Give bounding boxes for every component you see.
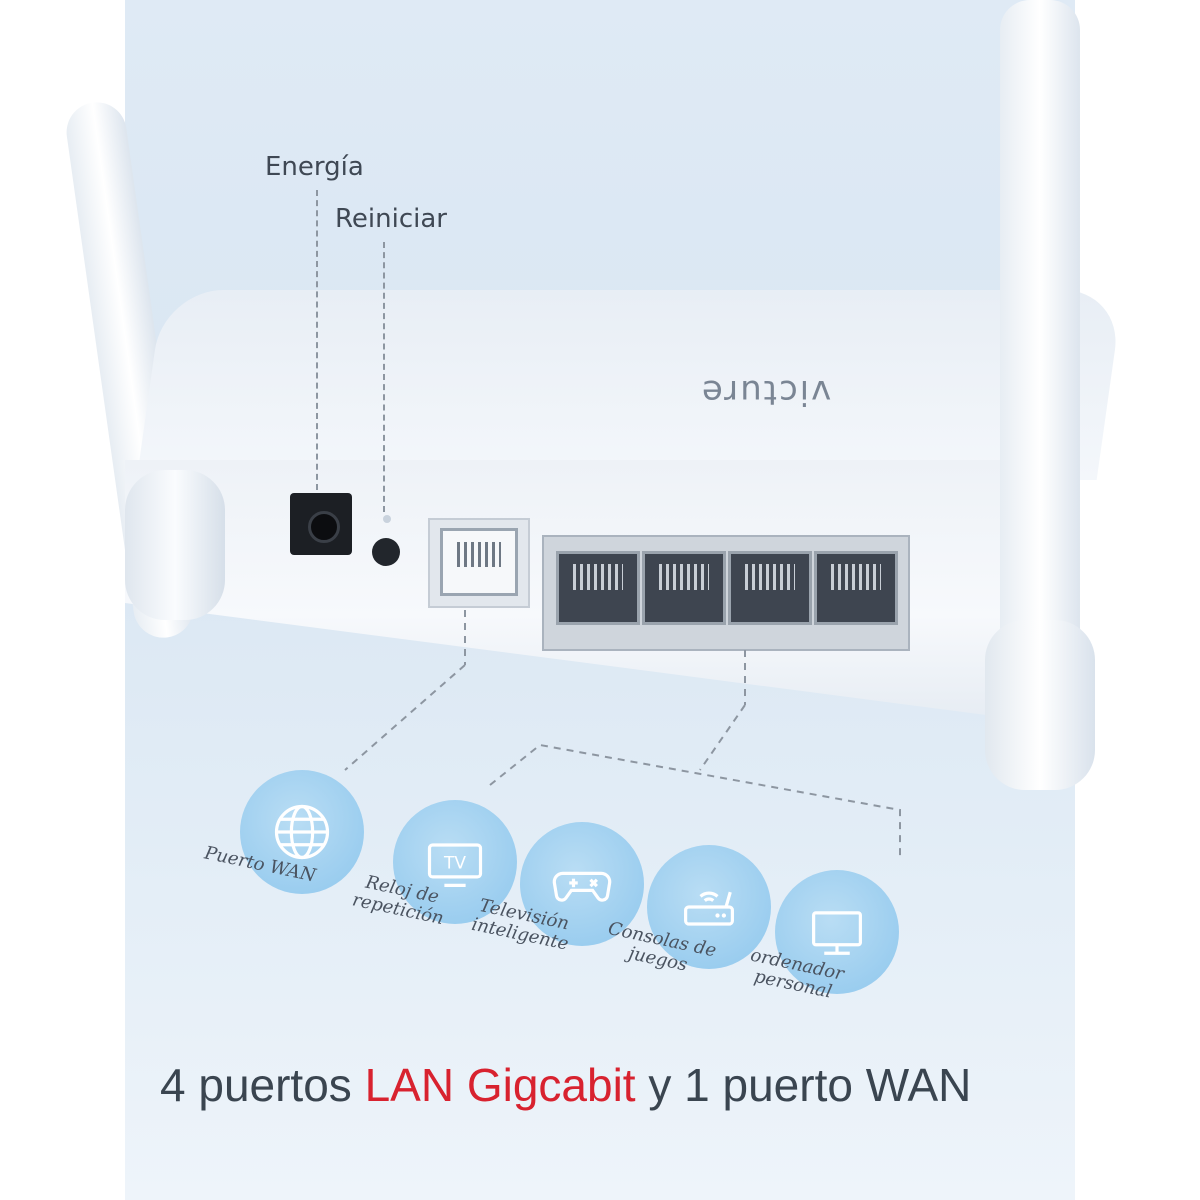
globe-icon (274, 804, 330, 860)
headline-part2: y 1 puerto WAN (635, 1059, 972, 1111)
pc-circle (775, 870, 899, 994)
wan-port (428, 518, 530, 608)
headline-highlight: LAN Gigcabit (364, 1059, 636, 1111)
lan-port (728, 551, 812, 625)
streaming-circle: TV (393, 800, 517, 924)
left-antenna-base (125, 470, 225, 620)
console-circle (647, 845, 771, 969)
headline-part1: 4 puertos (160, 1059, 365, 1111)
headline: 4 puertos LAN Gigcabit y 1 puerto WAN (160, 1058, 971, 1112)
wan-jack (440, 528, 518, 596)
wan-circle (240, 770, 364, 894)
power-leader-line (316, 190, 318, 490)
lan-port (556, 551, 640, 625)
lan-port (814, 551, 898, 625)
power-callout-label: Energía (265, 152, 364, 182)
power-port (290, 493, 352, 555)
reset-button (372, 538, 400, 566)
router-icon (684, 891, 734, 926)
lan-port (642, 551, 726, 625)
smart-tv-circle (520, 822, 644, 946)
svg-text:TV: TV (443, 853, 466, 873)
gamepad-icon (552, 871, 612, 902)
tv-icon: TV (427, 843, 483, 887)
lan-ports-block (542, 535, 910, 651)
reset-leader-line (383, 242, 385, 512)
right-antenna-base (985, 620, 1095, 790)
reset-indicator (383, 515, 391, 523)
monitor-icon (812, 911, 862, 955)
reset-callout-label: Reiniciar (335, 204, 447, 234)
